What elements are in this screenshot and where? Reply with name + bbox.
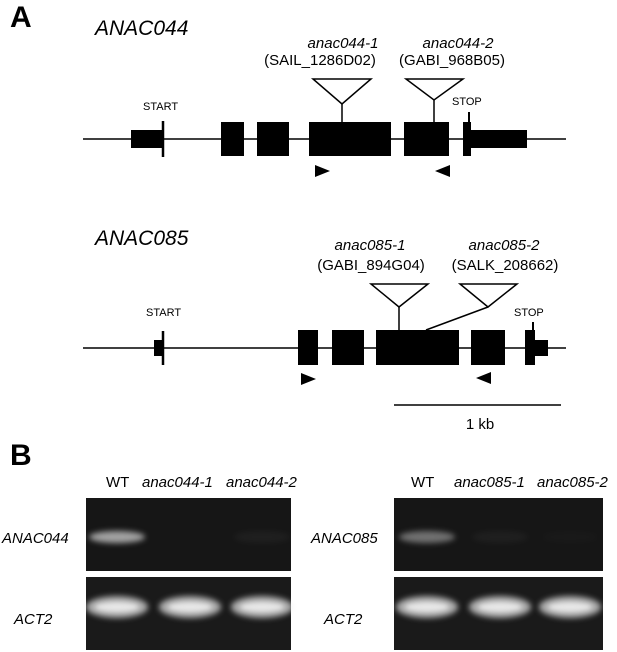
- exon-block: [404, 122, 449, 156]
- t-dna-insertion-triangle: [310, 78, 374, 105]
- gene-model-anac085: ANAC085 anac085-1 (GABI_894G04) anac085-…: [83, 227, 566, 385]
- lane-label: anac085-2: [537, 474, 609, 491]
- lane-label: WT: [411, 474, 434, 491]
- forward-primer-arrow: [315, 165, 330, 177]
- utr-block: [154, 340, 164, 356]
- exon-block: [525, 330, 535, 365]
- gene-model-anac044: ANAC044 anac044-1 (SAIL_1286D02) anac044…: [83, 17, 566, 177]
- reverse-primer-arrow: [435, 165, 450, 177]
- stop-label: STOP: [514, 307, 544, 319]
- scale-bar-label: 1 kb: [466, 416, 494, 433]
- utr-block: [471, 130, 527, 148]
- t-dna-insertion-triangle: [457, 283, 520, 308]
- exon-block: [471, 330, 505, 365]
- start-label: START: [146, 307, 181, 319]
- insertion-line-label: (GABI_894G04): [317, 257, 425, 274]
- gel-panel-anac044: WT anac044-1 anac044-2 ANAC044 ACT2: [1, 474, 298, 650]
- exon-block: [309, 122, 391, 156]
- insertion-allele-label: anac044-2: [423, 35, 495, 52]
- gel-band-core: [405, 602, 449, 612]
- insertion-line-label: (GABI_968B05): [399, 52, 505, 69]
- gel-band-core: [240, 602, 284, 612]
- exon-block: [463, 122, 471, 156]
- gel-band: [234, 531, 290, 543]
- gel-band-row: [86, 596, 293, 618]
- gel-row-label: ACT2: [13, 611, 53, 628]
- t-dna-insertion-triangle: [403, 78, 466, 101]
- panel-b-letter: B: [10, 439, 32, 472]
- gel-band: [472, 531, 528, 543]
- gene-name: ANAC085: [93, 227, 189, 250]
- utr-block: [534, 340, 548, 356]
- gel-band-row: [396, 596, 601, 618]
- lane-label: anac044-1: [142, 474, 213, 491]
- insertion-line-label: (SAIL_1286D02): [264, 52, 376, 69]
- insertion-allele-label: anac085-1: [335, 237, 406, 254]
- gel-row-label: ANAC085: [310, 530, 378, 547]
- gel-band: [89, 531, 145, 543]
- lane-label: anac085-1: [454, 474, 525, 491]
- gel-band-row: [89, 531, 290, 543]
- gel-band: [542, 531, 598, 543]
- gel-band-core: [478, 602, 522, 612]
- lane-label: anac044-2: [226, 474, 298, 491]
- insertion-line-label: (SALK_208662): [452, 257, 559, 274]
- gel-band-core: [168, 602, 212, 612]
- reverse-primer-arrow: [476, 372, 491, 384]
- gel-band-row: [399, 531, 598, 543]
- lane-label: WT: [106, 474, 129, 491]
- gel-row-label: ANAC044: [1, 530, 69, 547]
- insertion-site-line: [425, 306, 489, 331]
- exon-block: [376, 330, 459, 365]
- gel-band: [399, 531, 455, 543]
- forward-primer-arrow: [301, 373, 316, 385]
- gel-panel-anac085: WT anac085-1 anac085-2 ANAC085 ACT2: [310, 474, 609, 650]
- exon-block: [221, 122, 244, 156]
- exon-block: [332, 330, 364, 365]
- gel-band-core: [548, 602, 592, 612]
- gene-name: ANAC044: [93, 17, 188, 40]
- t-dna-insertion-triangle: [368, 283, 431, 308]
- gel-band-core: [95, 602, 139, 612]
- insertion-allele-label: anac085-2: [469, 237, 541, 254]
- exon-block: [298, 330, 318, 365]
- exon-block: [257, 122, 289, 156]
- insertion-allele-label: anac044-1: [308, 35, 379, 52]
- panel-a-letter: A: [10, 1, 32, 34]
- utr-block: [131, 130, 163, 148]
- gel-row-label: ACT2: [323, 611, 363, 628]
- stop-label: STOP: [452, 96, 482, 108]
- start-label: START: [143, 101, 178, 113]
